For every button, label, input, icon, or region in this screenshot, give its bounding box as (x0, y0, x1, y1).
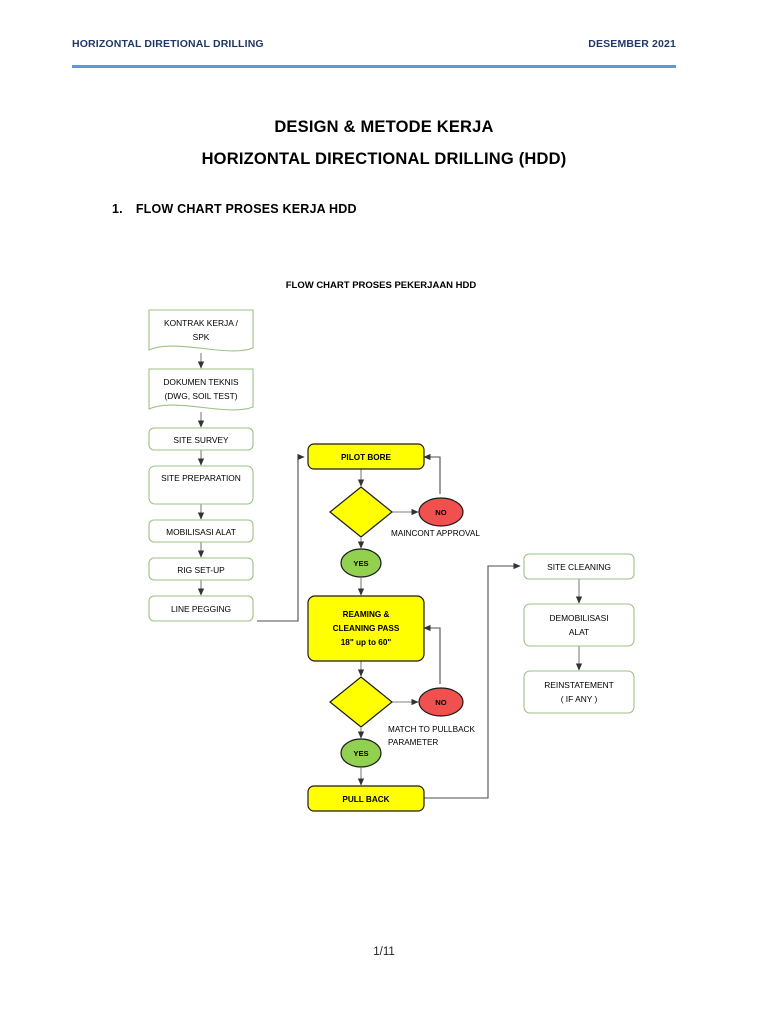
node-kontrak-kerja[interactable]: KONTRAK KERJA / SPK (148, 309, 254, 352)
node-decision-pilot-bore[interactable] (329, 486, 393, 538)
header-divider (72, 65, 676, 68)
node-reaming-line1: REAMING & (343, 610, 390, 619)
node-site-preparation-label: SITE PREPARATION (161, 473, 241, 483)
svg-text:DOKUMEN TEKNIS: DOKUMEN TEKNIS (163, 377, 239, 387)
edge-pullback-cleaning (416, 562, 521, 799)
section-title: FLOW CHART PROSES KERJA HDD (135, 202, 357, 216)
node-site-cleaning[interactable]: SITE CLEANING (523, 553, 635, 580)
annotation-maincont-approval-text: MAINCONT APPROVAL (391, 529, 480, 538)
node-yes-pullback-match[interactable]: YES (340, 738, 382, 768)
connector-group (197, 353, 583, 799)
svg-text:CLEANING PASS: CLEANING PASS (333, 624, 400, 633)
svg-text:DEMOBILISASI: DEMOBILISASI (549, 613, 608, 623)
node-demobilisasi-alat[interactable]: DEMOBILISASI ALAT (523, 603, 635, 647)
header-left-text: HORIZONTAL DIRETIONAL DRILLING (72, 38, 264, 50)
edge-pegging-pilotbore (257, 453, 305, 622)
node-rig-set-up-label: RIG SET-UP (177, 565, 225, 575)
node-reinstatement[interactable]: REINSTATEMENT ( IF ANY ) (523, 670, 635, 714)
node-no-pullback-match-label: NO (435, 698, 446, 707)
edge-no2-reaming (423, 624, 441, 684)
node-reinstatement-line1: REINSTATEMENT (544, 680, 613, 690)
node-yes-maincont-label: YES (353, 559, 368, 568)
node-mobilisasi-alat-label: MOBILISASI ALAT (166, 527, 236, 537)
node-mobilisasi-alat[interactable]: MOBILISASI ALAT (148, 519, 254, 543)
node-yes-maincont[interactable]: YES (340, 548, 382, 578)
node-reaming-cleaning-pass[interactable]: REAMING & CLEANING PASS 18" up to 60" (307, 595, 425, 662)
node-yes-pullback-match-label: YES (353, 749, 368, 758)
node-dokumen-teknis[interactable]: DOKUMEN TEKNIS (DWG, SOIL TEST) (148, 368, 254, 411)
flowchart: FLOW CHART PROSES PEKERJAAN HDD (96, 248, 696, 888)
node-pull-back-label: PULL BACK (342, 795, 389, 804)
node-kontrak-kerja-line1: KONTRAK KERJA / (164, 318, 239, 328)
node-site-cleaning-label: SITE CLEANING (547, 562, 611, 572)
flowchart-title: FLOW CHART PROSES PEKERJAAN HDD (286, 280, 477, 291)
section-number: 1. (112, 202, 123, 216)
annotation-match-line2: PARAMETER (388, 738, 438, 747)
node-demobilisasi-line2: ALAT (569, 627, 589, 637)
svg-text:YES: YES (353, 749, 368, 758)
node-dokumen-teknis-line1: DOKUMEN TEKNIS (163, 377, 239, 387)
svg-text:18" up to 60": 18" up to 60" (341, 638, 392, 647)
svg-text:NO: NO (435, 698, 446, 707)
node-demobilisasi-line1: DEMOBILISASI (549, 613, 608, 623)
node-site-survey[interactable]: SITE SURVEY (148, 427, 254, 451)
svg-text:SITE PREPARATION: SITE PREPARATION (161, 473, 241, 483)
svg-text:MATCH TO PULLBACK: MATCH TO PULLBACK (388, 725, 475, 734)
node-pull-back[interactable]: PULL BACK (307, 785, 425, 812)
node-no-maincont[interactable]: NO (418, 497, 464, 527)
annotation-match-to-pullback: MATCH TO PULLBACK PARAMETER (388, 725, 475, 747)
node-no-pullback-match[interactable]: NO (418, 687, 464, 717)
node-pilot-bore[interactable]: PILOT BORE (307, 443, 425, 470)
svg-text:( IF ANY ): ( IF ANY ) (561, 694, 598, 704)
svg-text:YES: YES (353, 559, 368, 568)
node-line-pegging-label: LINE PEGGING (171, 604, 231, 614)
svg-text:SPK: SPK (193, 332, 210, 342)
svg-text:(DWG, SOIL TEST): (DWG, SOIL TEST) (164, 391, 237, 401)
document-title-line2: HORIZONTAL DIRECTIONAL DRILLING (HDD) (201, 150, 567, 168)
page-header: HORIZONTAL DIRETIONAL DRILLING DESEMBER … (72, 38, 676, 50)
node-site-preparation[interactable]: SITE PREPARATION (148, 465, 254, 505)
node-kontrak-kerja-line2: SPK (193, 332, 210, 342)
node-no-maincont-label: NO (435, 508, 446, 517)
section-heading: 1. FLOW CHART PROSES KERJA HDD (112, 202, 357, 216)
svg-text:REAMING &: REAMING & (343, 610, 390, 619)
node-reaming-line3: 18" up to 60" (341, 638, 392, 647)
document-title-line1: DESIGN & METODE KERJA (274, 118, 494, 136)
svg-text:KONTRAK KERJA /: KONTRAK KERJA / (164, 318, 239, 328)
svg-text:PULL BACK: PULL BACK (342, 795, 389, 804)
node-decision-pullback-match[interactable] (329, 676, 393, 728)
svg-text:LINE PEGGING: LINE PEGGING (171, 604, 231, 614)
svg-text:SITE CLEANING: SITE CLEANING (547, 562, 611, 572)
node-dokumen-teknis-line2: (DWG, SOIL TEST) (164, 391, 237, 401)
header-right-text: DESEMBER 2021 (588, 38, 676, 50)
svg-text:SITE SURVEY: SITE SURVEY (173, 435, 229, 445)
page-footer: 1/11 (0, 946, 768, 958)
svg-text:REINSTATEMENT: REINSTATEMENT (544, 680, 613, 690)
annotation-match-line1: MATCH TO PULLBACK (388, 725, 475, 734)
node-pilot-bore-label: PILOT BORE (341, 453, 392, 462)
svg-text:RIG SET-UP: RIG SET-UP (177, 565, 225, 575)
node-reaming-line2: CLEANING PASS (333, 624, 400, 633)
page-number: 1/11 (373, 946, 395, 958)
svg-text:NO: NO (435, 508, 446, 517)
svg-text:MOBILISASI ALAT: MOBILISASI ALAT (166, 527, 236, 537)
annotation-maincont-approval: MAINCONT APPROVAL (391, 529, 480, 538)
svg-text:ALAT: ALAT (569, 627, 589, 637)
node-line-pegging[interactable]: LINE PEGGING (148, 595, 254, 622)
node-site-survey-label: SITE SURVEY (173, 435, 229, 445)
flowchart-title-text: FLOW CHART PROSES PEKERJAAN HDD (286, 280, 477, 291)
edge-no1-pilotbore (423, 453, 441, 494)
svg-text:PILOT BORE: PILOT BORE (341, 453, 392, 462)
node-rig-set-up[interactable]: RIG SET-UP (148, 557, 254, 581)
svg-text:PARAMETER: PARAMETER (388, 738, 438, 747)
node-reinstatement-line2: ( IF ANY ) (561, 694, 598, 704)
svg-text:MAINCONT APPROVAL: MAINCONT APPROVAL (391, 529, 480, 538)
